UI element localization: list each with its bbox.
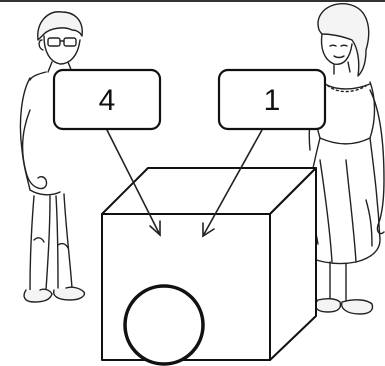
card-right-label: 1 [264,84,281,117]
card-left: 4 [54,70,160,129]
card-left-label: 4 [99,84,116,117]
front-face-circle [125,286,203,364]
card-right: 1 [219,70,325,129]
boy-figure [20,12,84,302]
